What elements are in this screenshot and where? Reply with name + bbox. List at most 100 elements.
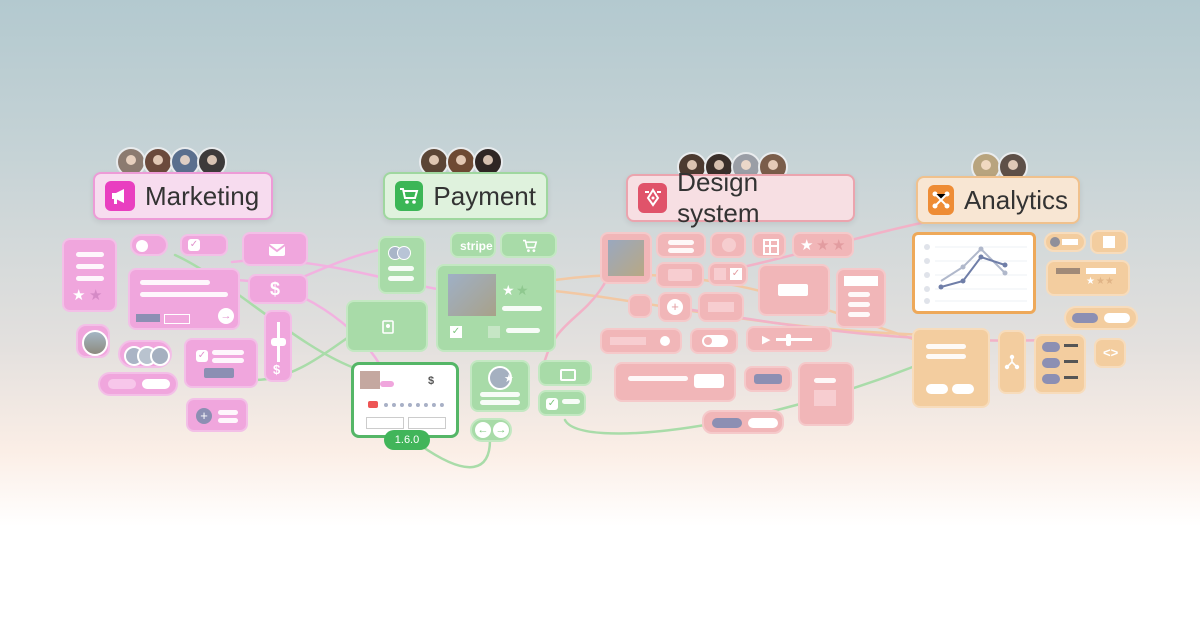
text-line [668, 248, 694, 253]
arrow-right-icon: → [493, 422, 509, 438]
analytics-detail-card[interactable] [912, 328, 990, 408]
design-grid-card[interactable] [752, 232, 786, 258]
marketing-checkbox-list[interactable]: ✓ [184, 338, 258, 388]
payment-contact-card[interactable] [346, 300, 428, 352]
design-small-card[interactable] [628, 294, 652, 318]
text-line [848, 302, 870, 307]
pen-tool-icon [638, 183, 668, 213]
marketing-email-card[interactable] [242, 232, 308, 266]
marketing-slider-card[interactable]: $ [264, 310, 292, 382]
star-icon: ★ [72, 287, 86, 304]
text-line [480, 392, 520, 397]
analytics-toggle-list[interactable] [1034, 334, 1086, 394]
stripe-badge[interactable]: stripe [450, 232, 496, 258]
marketing-avatar-card[interactable] [76, 324, 110, 358]
design-input-card[interactable] [656, 262, 704, 288]
text-line [212, 350, 244, 355]
payment-profile-card[interactable]: ★ [470, 360, 530, 412]
group-marketing[interactable]: Marketing [93, 172, 273, 220]
design-button-card[interactable] [698, 292, 744, 322]
input-field [164, 314, 190, 324]
text-line [848, 292, 870, 297]
text-line [76, 264, 104, 269]
design-rating-card[interactable]: ★ ★ ★ [792, 232, 854, 258]
marketing-avatar-group[interactable] [118, 340, 172, 368]
design-avatar-card[interactable] [710, 232, 746, 258]
slider-handle [786, 334, 791, 346]
checkbox-icon [714, 268, 726, 280]
text-line [480, 400, 520, 405]
text-line [628, 376, 688, 381]
plus-icon: + [667, 299, 683, 315]
design-add-card[interactable]: + [658, 292, 692, 322]
marketing-toggle[interactable] [130, 234, 168, 256]
checkbox-icon: ✓ [546, 398, 558, 410]
toggle [1042, 374, 1060, 384]
group-design-system[interactable]: Design system [626, 167, 855, 228]
analytics-toggle[interactable] [1044, 232, 1086, 252]
play-icon: ▶ [762, 334, 771, 346]
marketing-form-card[interactable]: → [128, 268, 240, 330]
mail-icon [268, 244, 286, 256]
analytics-button-pair[interactable] [1064, 306, 1138, 330]
marketing-add-card[interactable]: + [186, 398, 248, 432]
payment-checkout-card[interactable]: $ [351, 362, 459, 438]
star-icon: ★ [1086, 276, 1095, 287]
marketing-checkbox-card[interactable]: ✓ [180, 234, 228, 256]
analytics-grid-card[interactable] [1090, 230, 1128, 254]
image-thumbnail [82, 330, 108, 356]
analytics-icon [928, 185, 954, 215]
group-analytics[interactable]: Analytics [916, 176, 1080, 224]
design-text-card[interactable] [656, 232, 706, 258]
design-checkbox-card[interactable]: ✓ [708, 262, 748, 286]
star-icon: ★ [800, 237, 814, 254]
marketing-button-pair[interactable] [98, 372, 178, 396]
megaphone-icon [105, 181, 135, 211]
marketing-price-card[interactable]: $ [248, 274, 308, 304]
design-media-card[interactable]: ▶ [746, 326, 832, 352]
payment-checkbox-card[interactable]: ✓ [538, 390, 586, 416]
chip [754, 374, 782, 384]
payment-list-card[interactable] [378, 236, 426, 294]
design-toggle-card[interactable] [690, 328, 738, 354]
design-button-pair[interactable] [702, 410, 784, 434]
design-text-input-card[interactable] [600, 328, 682, 354]
group-label: Payment [433, 180, 536, 211]
payment-product-card[interactable]: ★ ★ ✓ [436, 264, 556, 352]
marketing-list-card[interactable]: ★ ★ [62, 238, 117, 312]
payment-cart-card[interactable] [500, 232, 557, 258]
network-icon [1004, 354, 1020, 370]
text-line [388, 266, 414, 271]
design-dropdown-card[interactable] [836, 268, 886, 328]
payment-menu-card[interactable] [538, 360, 592, 386]
star-icon: ★ [502, 282, 515, 298]
star-icon: ★ [816, 237, 830, 254]
group-payment[interactable]: Payment [383, 172, 548, 220]
text-line [502, 306, 542, 311]
checkbox-icon: ✓ [188, 239, 200, 251]
design-chip-card[interactable] [744, 366, 792, 392]
image-thumbnail [360, 371, 380, 389]
arrow-right-icon: → [218, 308, 234, 324]
connector-line [418, 438, 492, 469]
design-banner-card[interactable] [614, 362, 736, 402]
design-modal-card[interactable] [758, 264, 830, 316]
design-list-card[interactable] [798, 362, 854, 426]
select-field [844, 276, 878, 286]
analytics-code-card[interactable]: <> [1094, 338, 1126, 368]
payment-pagination[interactable]: ← → [470, 418, 512, 442]
input-field [408, 417, 446, 429]
button [1072, 313, 1098, 323]
analytics-rating-card[interactable]: ★ ★★ [1046, 260, 1130, 296]
text-line [1086, 268, 1116, 274]
design-image-card[interactable] [600, 232, 652, 284]
text-line [140, 280, 210, 285]
button [108, 379, 136, 389]
input-field [814, 390, 836, 406]
analytics-chart-card[interactable] [912, 232, 1036, 314]
text-line [1064, 344, 1078, 347]
text-line [218, 418, 238, 423]
analytics-network-card[interactable] [998, 330, 1026, 394]
text-line [562, 399, 580, 404]
contact-icon [382, 320, 394, 334]
